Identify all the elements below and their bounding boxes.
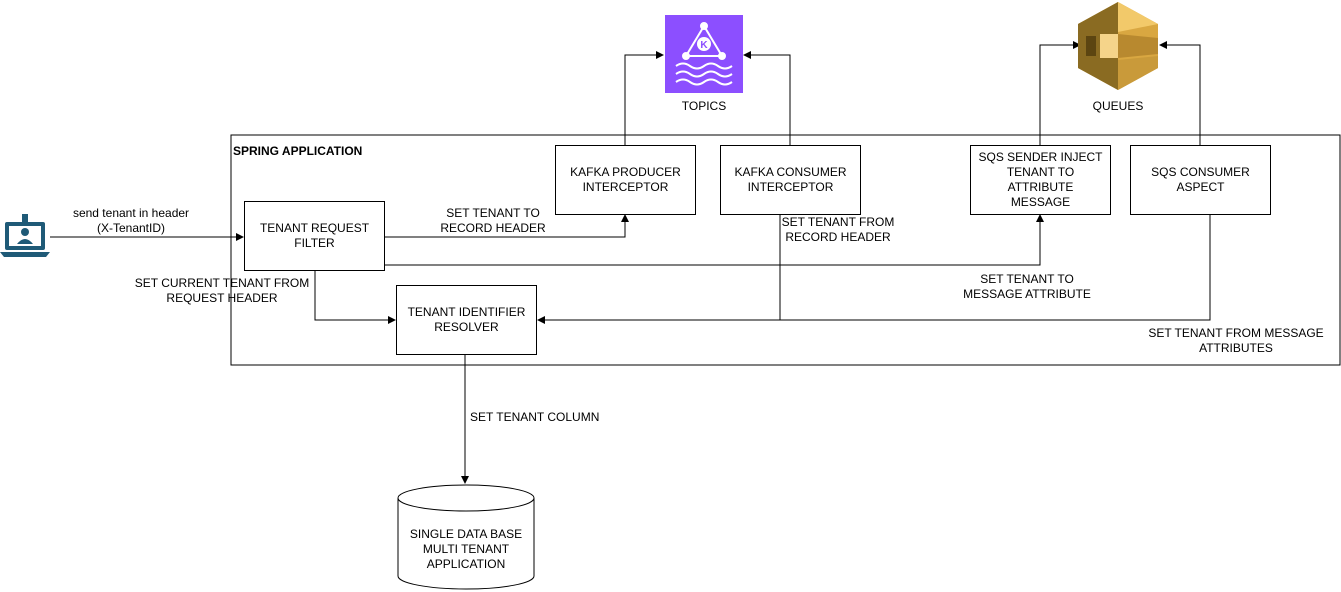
queues-label: QUEUES [1092, 99, 1144, 113]
tenant-request-filter-box: TENANT REQUEST FILTER [244, 201, 385, 271]
database-cylinder [397, 484, 535, 590]
spring-application-label: SPRING APPLICATION [233, 144, 363, 158]
svg-text:K: K [700, 40, 708, 51]
set-current-tenant-label: SET CURRENT TENANT FROM REQUEST HEADER [134, 276, 310, 305]
kafka-topics-icon: K [665, 15, 743, 93]
sqs-queues-icon [1078, 2, 1158, 90]
edge-producer-to-topics [624, 51, 664, 145]
set-tenant-column-label: SET TENANT COLUMN [470, 410, 600, 424]
set-tenant-from-record-header-label: SET TENANT FROM RECORD HEADER [781, 215, 895, 244]
topics-label: TOPICS [681, 99, 727, 113]
edge-filter-to-producer [384, 214, 629, 238]
set-tenant-record-header-label: SET TENANT TO RECORD HEADER [440, 206, 546, 235]
edge-sqs-sender-to-queues [1039, 41, 1081, 145]
sqs-consumer-aspect-box: SQS CONSUMER ASPECT [1130, 145, 1271, 215]
edge-sqs-consumer-to-queues [1159, 41, 1201, 145]
kafka-producer-interceptor-box: KAFKA PRODUCER INTERCEPTOR [555, 145, 696, 215]
edge-filter-to-sqs-sender [384, 214, 1044, 266]
user-laptop-icon [0, 214, 50, 257]
sqs-sender-box: SQS SENDER INJECT TENANT TO ATTRIBUTE ME… [970, 145, 1111, 215]
edge-sqs-consumer-to-resolver [780, 215, 1211, 321]
edge-consumer-to-topics [743, 51, 791, 145]
set-tenant-message-attribute-label: SET TENANT TO MESSAGE ATTRIBUTE [963, 272, 1091, 301]
tenant-identifier-resolver-box: TENANT IDENTIFIER RESOLVER [396, 285, 537, 355]
database-label: SINGLE DATA BASE MULTI TENANT APPLICATIO… [409, 527, 523, 571]
edge-consumer-to-resolver [537, 215, 781, 324]
spring-application-container [230, 134, 1341, 366]
edge-filter-to-resolver [314, 270, 396, 324]
kafka-consumer-interceptor-box: KAFKA CONSUMER INTERCEPTOR [720, 145, 861, 215]
set-tenant-from-message-attributes-label: SET TENANT FROM MESSAGE ATTRIBUTES [1148, 326, 1324, 355]
user-header-label: send tenant in header (X-TenantID) [72, 206, 190, 235]
